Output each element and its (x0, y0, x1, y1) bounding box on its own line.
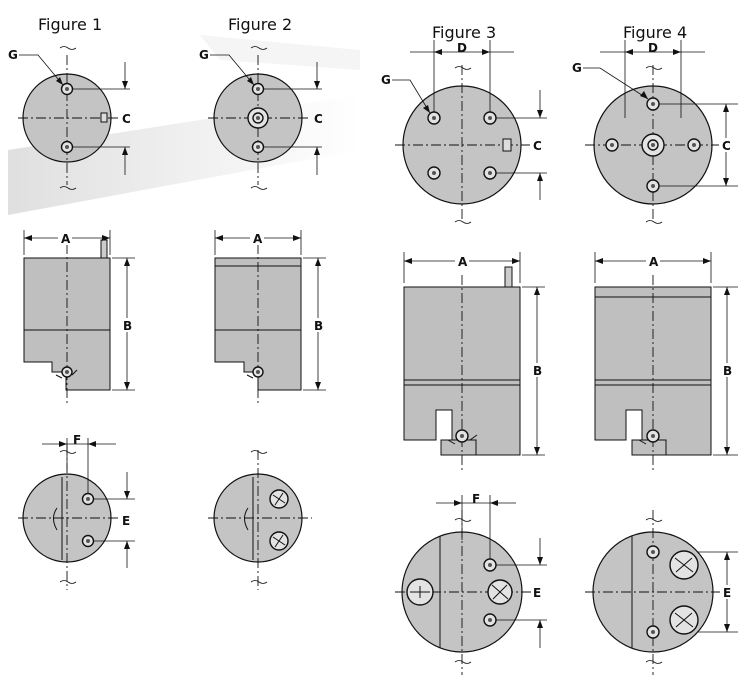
figure-3-bottom-view: F E (395, 492, 547, 675)
dimension-label-b: B (723, 364, 732, 378)
dimension-label-e: E (122, 514, 130, 528)
figure-3-top-view: D C G (381, 40, 547, 220)
dimension-label-d: D (457, 41, 467, 55)
dimension-label-f: F (73, 433, 81, 447)
dimension-label-c: C (533, 139, 542, 153)
figure-4-side-view: A B (594, 252, 738, 470)
dimension-label-a: A (649, 255, 659, 269)
figure-3-side-view: A B (403, 252, 545, 470)
figure-1-bottom-view: F E (18, 433, 135, 590)
dimension-label-g: G (381, 73, 391, 87)
dimension-label-a: A (61, 232, 71, 246)
dimension-label-c: C (314, 112, 323, 126)
dimension-label-g: G (8, 48, 18, 62)
figure-2-bottom-view (208, 450, 312, 590)
screw-icon (269, 531, 289, 551)
dimension-label-g: G (572, 61, 582, 75)
figure-4: Figure 4 D (572, 23, 738, 675)
figure-1-top-view: C G (8, 48, 131, 185)
dimension-label-a: A (253, 232, 263, 246)
figure-1-title: Figure 1 (38, 15, 102, 34)
figure-2-side-view: A B (214, 230, 326, 405)
figure-4-bottom-view: E (585, 510, 738, 675)
background-sweep (200, 35, 360, 70)
figure-1-side-view: A B (23, 230, 135, 405)
dimension-label-d: D (648, 41, 658, 55)
screw-icon (669, 550, 699, 580)
screw-icon (406, 578, 434, 606)
screw-icon (669, 605, 699, 635)
figure-2-top-view: C G (199, 48, 323, 185)
dimension-label-e: E (723, 586, 731, 600)
dimension-label-f: F (472, 492, 480, 506)
figure-2-title: Figure 2 (228, 15, 292, 34)
screw-icon (269, 489, 289, 509)
screw-icon (487, 579, 513, 605)
figure-4-title: Figure 4 (623, 23, 687, 42)
dimension-label-b: B (533, 364, 542, 378)
dimension-label-b: B (123, 319, 132, 333)
dimension-label-c: C (722, 139, 731, 153)
dimension-label-b: B (314, 319, 323, 333)
dimension-label-a: A (458, 255, 468, 269)
figure-4-top-view: D C G (572, 40, 738, 220)
figure-3-title: Figure 3 (432, 23, 496, 42)
dimension-label-c: C (122, 112, 131, 126)
figure-1: Figure 1 C G (8, 15, 135, 590)
figure-3: Figure 3 D (381, 23, 547, 675)
dimension-label-g: G (199, 48, 209, 62)
figure-2: Figure 2 C G (199, 15, 326, 590)
break-marks (59, 46, 663, 664)
dimension-label-e: E (533, 586, 541, 600)
